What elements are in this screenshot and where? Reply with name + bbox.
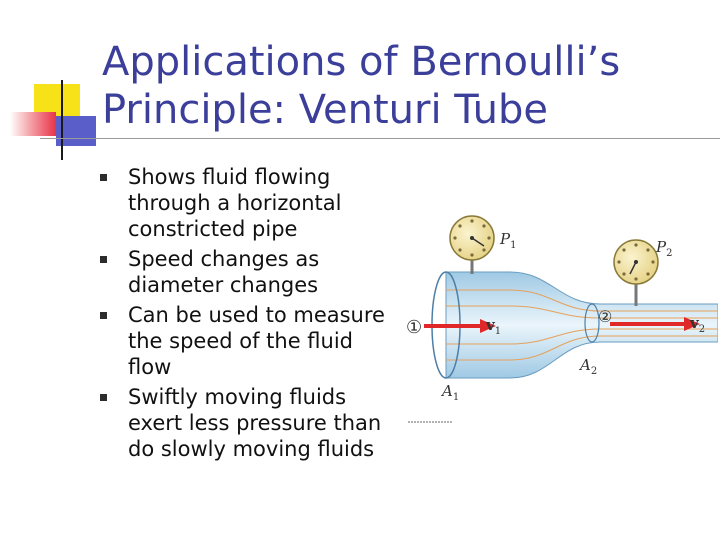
title-divider-line xyxy=(40,138,720,139)
streamlines xyxy=(446,289,718,361)
v1-label: v1 xyxy=(485,316,501,337)
bullet-text: Can be used to measure the speed of the … xyxy=(128,303,385,379)
p2-label: P2 xyxy=(655,238,672,259)
bullet-item: Speed changes as diameter changes xyxy=(100,246,390,298)
decor-vertical-line xyxy=(61,80,63,160)
bullet-item: Swiftly moving fluids exert less pressur… xyxy=(100,384,390,462)
bullet-square-icon xyxy=(100,394,107,401)
bullet-item: Can be used to measure the speed of the … xyxy=(100,302,390,380)
pressure-gauge-1 xyxy=(449,215,495,274)
velocity-arrow-2 xyxy=(610,317,700,331)
bullet-text: Speed changes as diameter changes xyxy=(128,247,320,297)
bullet-square-icon xyxy=(100,174,107,181)
slide-title: Applications of Bernoulli’s Principle: V… xyxy=(102,38,702,134)
point-2-label: ② xyxy=(598,307,612,326)
point-1-label: ① xyxy=(406,317,422,338)
bullet-item: Shows fluid flowing through a horizontal… xyxy=(100,164,390,242)
p1-label: P1 xyxy=(499,230,516,251)
a1-label: A1 xyxy=(440,382,459,403)
velocity-arrow-1 xyxy=(424,319,496,333)
cross-section-a2 xyxy=(584,303,600,343)
venturi-tube-diagram: ① ② P1 P2 A1 A2 v1 v2 xyxy=(406,215,718,423)
bullet-text: Shows fluid flowing through a horizontal… xyxy=(128,165,342,241)
title-line-1: Applications of Bernoulli’s xyxy=(102,39,621,85)
bullet-list: Shows fluid flowing through a horizontal… xyxy=(100,164,390,466)
decor-red-block xyxy=(10,112,56,136)
a2-label: A2 xyxy=(578,356,597,377)
bullet-square-icon xyxy=(100,312,107,319)
bullet-text: Swiftly moving fluids exert less pressur… xyxy=(128,385,382,461)
pressure-gauge-2 xyxy=(613,239,659,306)
title-line-2: Principle: Venturi Tube xyxy=(102,87,548,133)
v2-label: v2 xyxy=(689,314,705,335)
venturi-tube xyxy=(445,271,718,379)
bullet-square-icon xyxy=(100,256,107,263)
